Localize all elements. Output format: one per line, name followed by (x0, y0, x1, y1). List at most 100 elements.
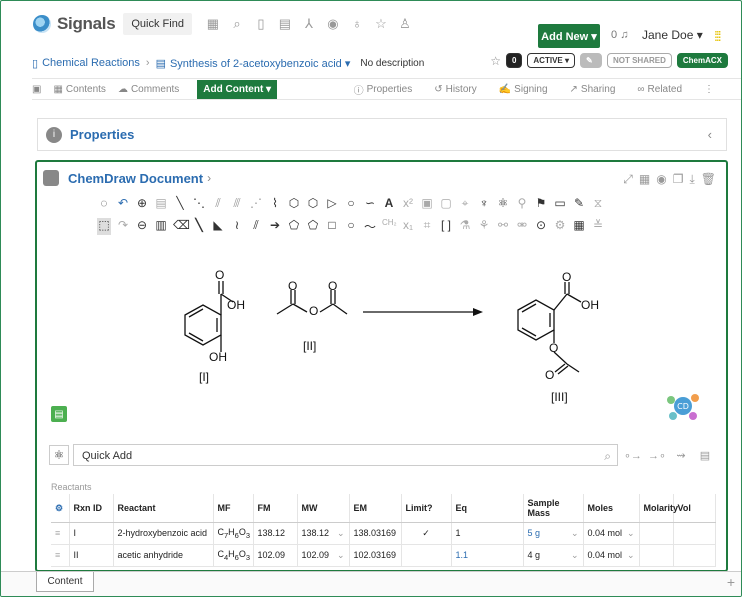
drag-handle-icon[interactable]: ≡ (51, 522, 70, 545)
chevron-left-icon[interactable]: ‹ (707, 127, 712, 142)
redo-icon[interactable]: ↷ (117, 218, 129, 232)
chemdraw-title[interactable]: ChemDraw Document (68, 170, 204, 186)
expand-icon[interactable]: ⤢ (623, 172, 633, 186)
add-tab-icon[interactable]: + (726, 574, 735, 590)
align-icon[interactable]: ≚ (592, 218, 604, 232)
name-to-structure-icon[interactable]: ⚛ (497, 196, 509, 210)
cell-mw[interactable]: 102.09⌄ (297, 544, 350, 567)
eraser-icon[interactable]: ⌫ (173, 218, 190, 232)
cell-mf[interactable]: C7H6O3 (213, 522, 254, 545)
pentagon-icon[interactable]: ⬠ (288, 218, 300, 232)
trash-icon[interactable]: 🗑 (700, 172, 716, 186)
add-reactant-icon[interactable]: ∘→ (624, 449, 642, 462)
calculator-icon[interactable]: ▦ (206, 16, 220, 31)
bracket-icon[interactable]: [ ] (440, 218, 451, 232)
column-header[interactable]: Sample Mass (523, 494, 584, 523)
edit-icon[interactable]: ✎ (579, 53, 602, 68)
tag-icon[interactable]: ⌖ (461, 196, 469, 210)
user-group-icon[interactable]: ♙ (399, 16, 411, 31)
mapping-icon[interactable]: ⚘ (478, 218, 490, 232)
rgroup-icon[interactable]: ▭ (554, 196, 566, 210)
comment-count-badge[interactable]: 0 (505, 53, 523, 68)
user-menu[interactable]: Jane Doe ▾ (642, 28, 703, 42)
table-row[interactable]: ≡ II acetic anhydride C4H6O3 102.09 102.… (51, 544, 716, 567)
sharing-badge[interactable]: NOT SHARED (606, 53, 672, 68)
column-header[interactable]: EM (349, 494, 402, 523)
drag-handle-icon[interactable]: ≡ (51, 544, 70, 567)
zoom-in-icon[interactable]: ⊕ (136, 196, 148, 210)
paste-icon[interactable]: ▤ (155, 196, 167, 210)
tab-sharing[interactable]: ↗Sharing (570, 82, 616, 97)
copy-icon[interactable]: ❐ (672, 172, 684, 186)
chevron-down-icon[interactable]: ⌄ (626, 549, 635, 560)
add-product-icon[interactable]: →∘ (648, 449, 666, 462)
chevron-down-icon[interactable]: ⌄ (336, 527, 345, 538)
cell-fm[interactable]: 102.09 (253, 544, 298, 567)
cell-limit[interactable]: ✓ (401, 522, 452, 545)
cell-rxn-id[interactable]: I (69, 522, 114, 545)
cell-em[interactable]: 102.03169 (349, 544, 402, 567)
column-header[interactable]: Limit? (401, 494, 452, 523)
clean-icon[interactable]: ⚲ (517, 196, 527, 210)
template-icon[interactable]: ▣ (421, 196, 433, 210)
freehand-icon[interactable]: 〜 (363, 220, 376, 234)
tab-signing[interactable]: ✍Signing (499, 82, 548, 97)
cell-eq[interactable]: 1 (451, 522, 524, 545)
column-header[interactable]: FM (253, 494, 298, 523)
hash-wedge-icon[interactable]: ⫻ (233, 196, 241, 210)
quick-add-input[interactable]: Quick Add ⌕ (73, 444, 618, 466)
rxn-icon[interactable]: ⚗ (459, 218, 471, 232)
orbital-icon[interactable]: ⊙ (535, 218, 547, 232)
notebook-icon[interactable]: ▤ (51, 406, 67, 422)
description[interactable]: No description (360, 57, 425, 69)
apps-grid-icon[interactable]: ⁞⁞⁞ (714, 28, 722, 44)
breadcrumb-current[interactable]: Synthesis of 2-acetoxybenzoic acid ▾ (169, 57, 351, 70)
target-icon[interactable]: ◉ (656, 172, 667, 186)
edit-box-icon[interactable]: ✎ (573, 196, 585, 210)
pentagon-outline-icon[interactable]: ⬠ (307, 218, 319, 232)
cell-mf[interactable]: C4H6O3 (213, 544, 254, 567)
arrow-tool-icon[interactable]: ➔ (269, 218, 281, 232)
star-icon[interactable]: ☆ (375, 16, 387, 31)
superscript-icon[interactable]: x² (403, 196, 413, 210)
hashed-bond-icon[interactable]: ⫽ (215, 196, 221, 210)
download-icon[interactable]: ⤓ (689, 172, 695, 186)
wedge-bond-icon[interactable]: ◣ (213, 218, 223, 232)
search-icon[interactable]: ⌕ (233, 16, 241, 31)
chemdraw-canvas[interactable]: O OH OH O O O O OH O O [I] [II] [III] (37, 242, 726, 432)
single-bond-icon[interactable]: ╲ (176, 196, 184, 210)
status-dropdown[interactable]: ACTIVE ▾ (527, 53, 575, 68)
cell-reactant[interactable]: 2-hydroxybenzoic acid (113, 522, 214, 545)
cell-rxn-id[interactable]: II (69, 544, 114, 567)
table-tool-icon[interactable]: ▦ (573, 218, 585, 232)
tab-history[interactable]: ↺History (434, 82, 477, 97)
tab-content[interactable]: Content (36, 572, 94, 592)
undo-icon[interactable]: ↶ (117, 196, 129, 210)
settings-icon[interactable]: ⚙ (554, 218, 566, 232)
chevron-down-icon[interactable]: ⌄ (570, 549, 579, 560)
chain-icon[interactable]: ⌇ (272, 196, 278, 210)
ellipse-icon[interactable]: ○ (347, 218, 355, 232)
column-header[interactable]: Reactant (113, 494, 214, 523)
structure-icon[interactable]: ♆ (479, 196, 489, 210)
cell-sample-mass[interactable]: 5 g⌄ (523, 522, 584, 545)
benzene-icon[interactable]: ⬡ (288, 196, 300, 210)
more-icon[interactable]: ⋮ (704, 83, 714, 95)
multi-bond-icon[interactable]: ⫽ (253, 218, 259, 232)
subscript-icon[interactable]: x₁ (402, 218, 414, 232)
ph-icon[interactable]: ⚮ (516, 218, 528, 232)
text-icon[interactable]: A (384, 196, 394, 210)
cell-eq[interactable]: 1.1 (451, 544, 524, 567)
dotted-bond-icon[interactable]: ⋰ (250, 196, 262, 210)
cell-moles[interactable]: 0.04 mol ⌄ (583, 544, 640, 567)
cell-molarity[interactable] (639, 522, 674, 545)
document-icon[interactable]: ▤ (278, 16, 292, 31)
hierarchy-icon[interactable]: ⅄ (304, 16, 313, 31)
breadcrumb-root[interactable]: Chemical Reactions (42, 57, 140, 69)
gear-icon[interactable]: ⚙ (51, 494, 70, 523)
molecule-icon[interactable]: ⚛ (49, 445, 69, 465)
tab-comments[interactable]: ☁Comments (118, 84, 179, 95)
frame-icon[interactable]: ▢ (440, 196, 452, 210)
tab-contents[interactable]: ▦Contents (53, 84, 105, 95)
